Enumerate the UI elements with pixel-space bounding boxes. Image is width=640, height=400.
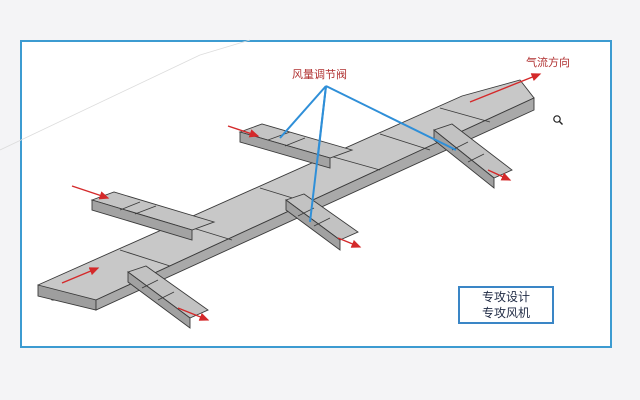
- airflow-arrow-main-out: [469, 73, 542, 103]
- damper-pointer-lines: [279, 85, 457, 223]
- pointer-line-4: [325, 85, 457, 151]
- branch-duct-upper: [238, 123, 354, 169]
- branch-duct-lower: [127, 265, 209, 329]
- airflow-arrow-upper: [227, 125, 260, 138]
- airflow-direction-label: 气流方向: [526, 55, 570, 69]
- brand-line-2: 专攻风机: [481, 306, 530, 320]
- airflow-arrow-main-in: [61, 267, 100, 284]
- brand-badge: 专攻设计 专攻风机: [458, 286, 554, 324]
- brand-line-1: 专攻设计: [481, 290, 530, 304]
- pointer-line-1: [279, 85, 327, 139]
- pointer-line-3: [309, 85, 327, 223]
- airflow-arrow-left: [71, 185, 110, 200]
- branch-duct-right: [433, 123, 513, 189]
- damper-label: 风量调节阀: [292, 67, 347, 81]
- guide-line: [199, 39, 251, 56]
- airflow-arrows: [61, 73, 542, 321]
- branch-duct-center: [285, 193, 359, 251]
- guide-line: [0, 54, 201, 151]
- airflow-arrow-lower: [177, 307, 210, 321]
- airflow-arrow-right: [487, 169, 512, 181]
- magnifier-cursor-icon: [552, 114, 564, 128]
- airflow-arrow-center: [337, 237, 362, 248]
